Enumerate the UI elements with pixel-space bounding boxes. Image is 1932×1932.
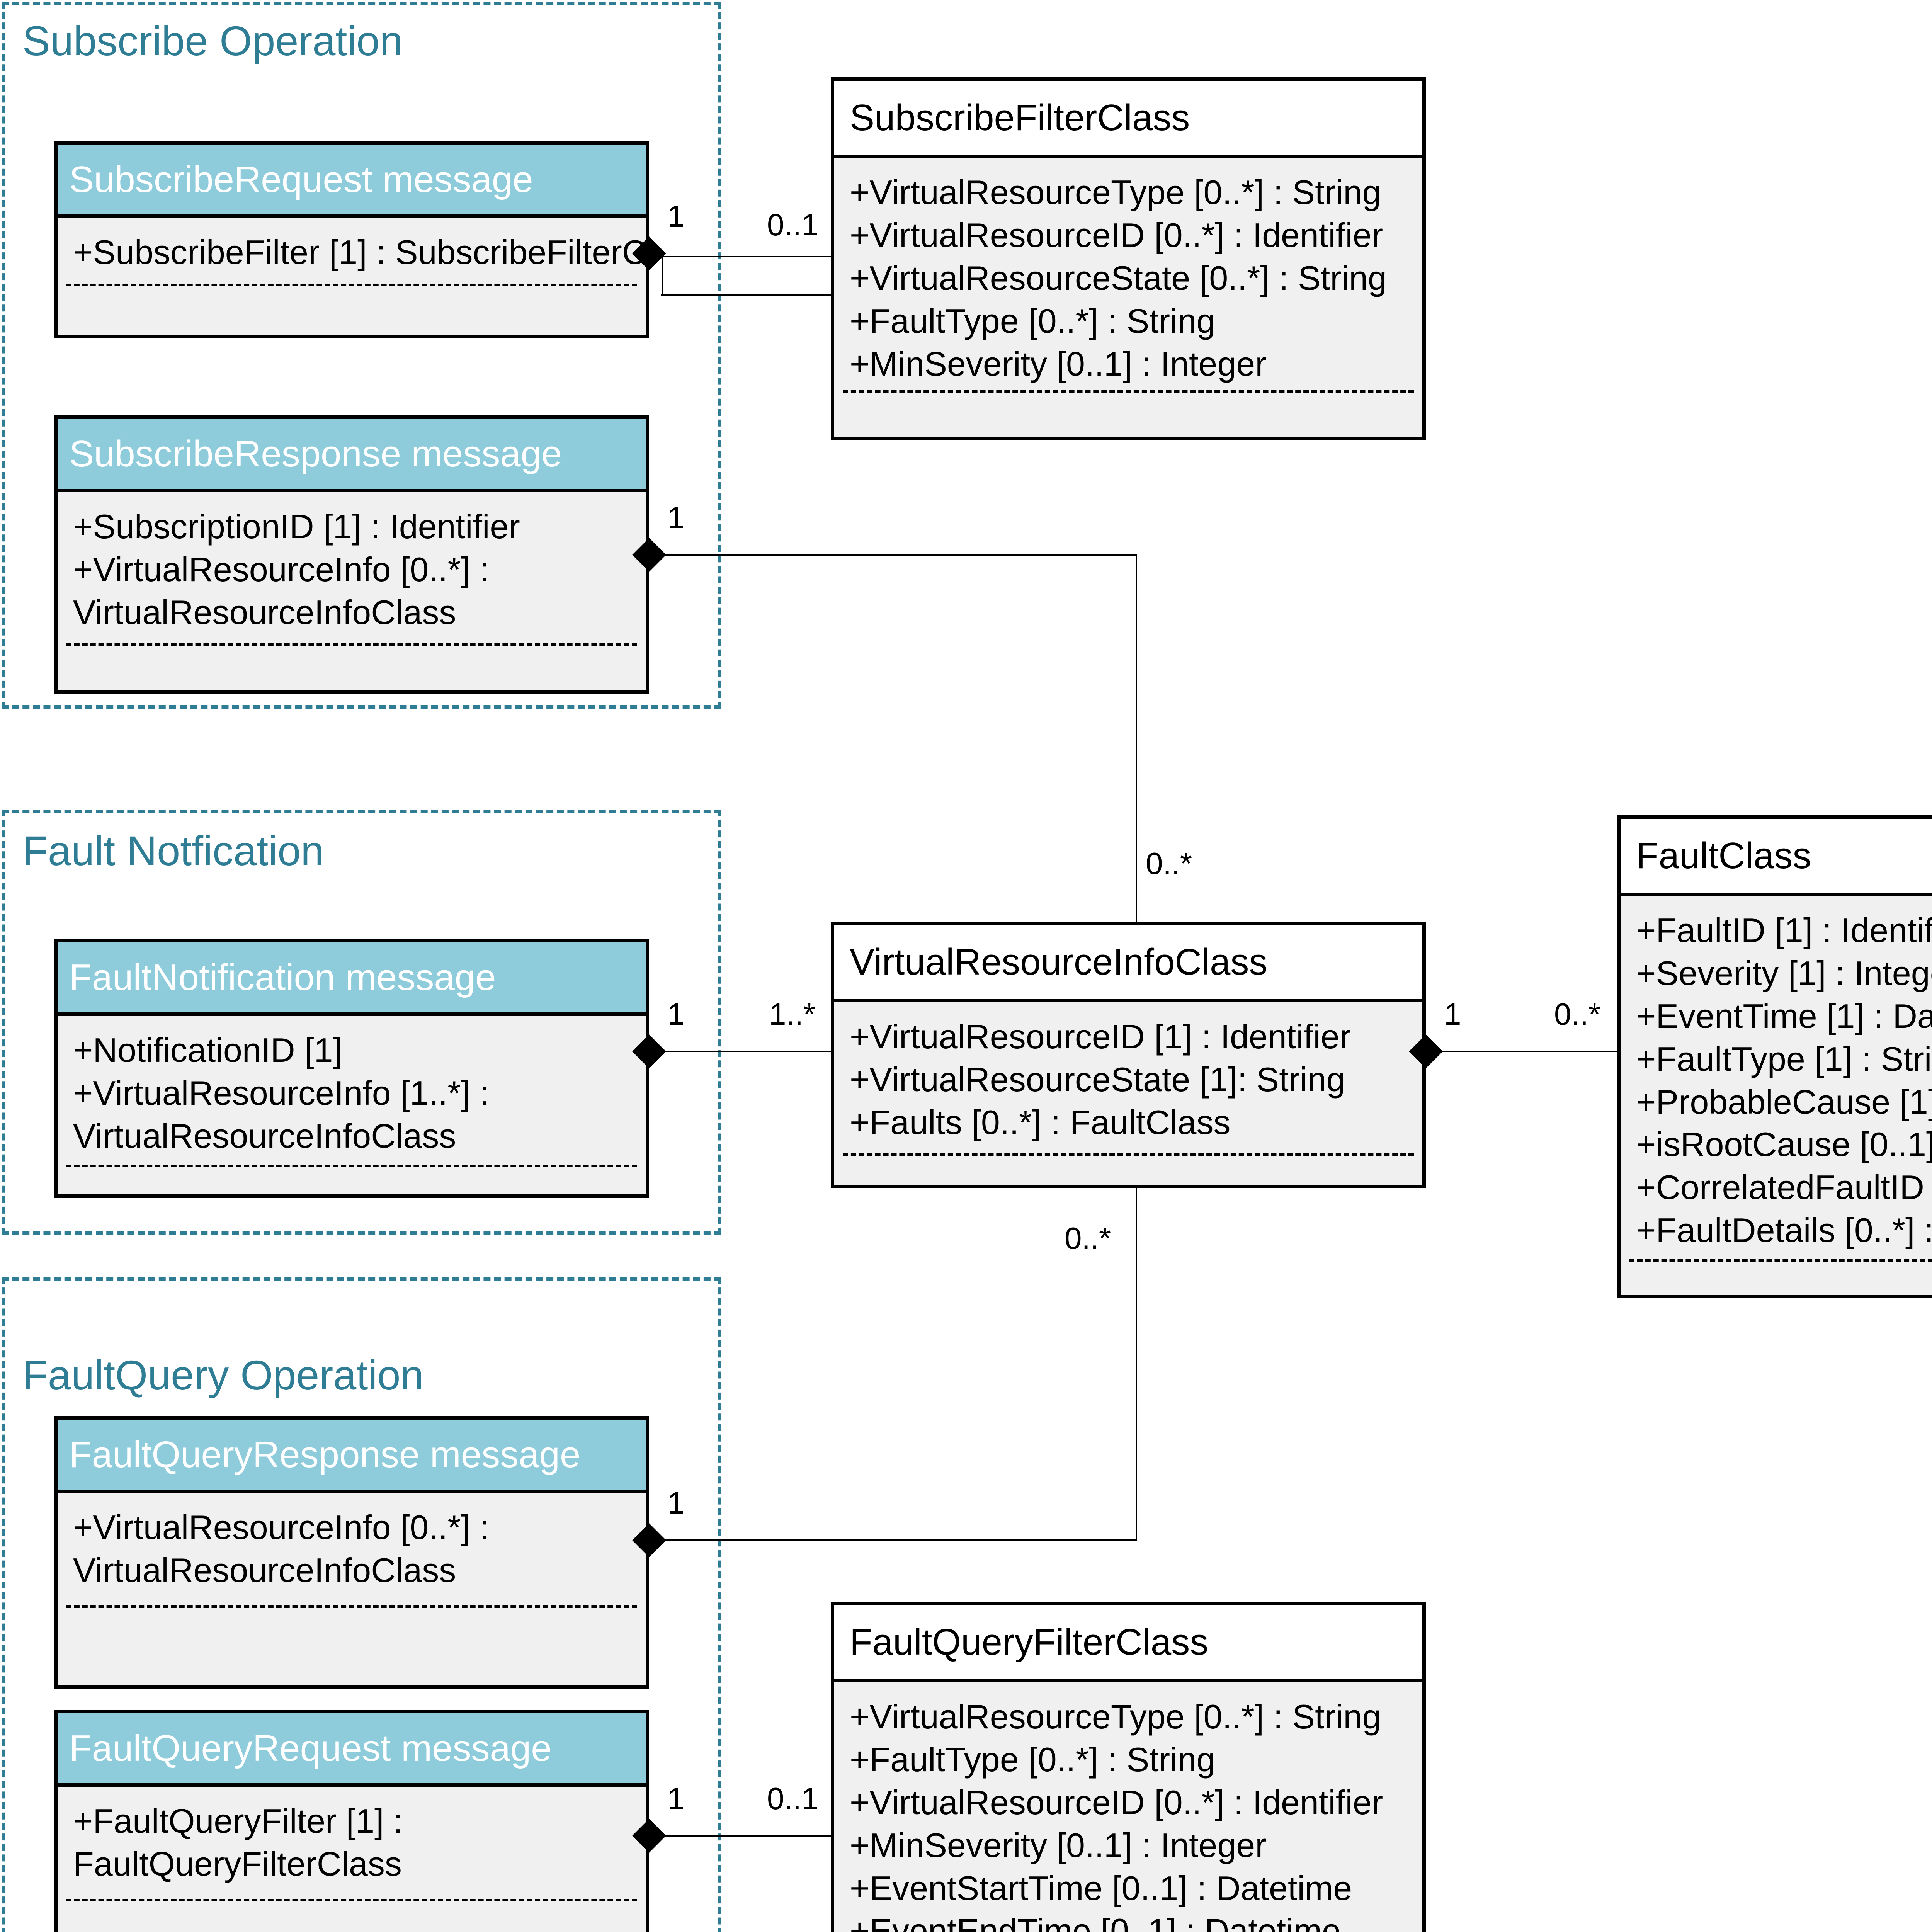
multiplicity-subreq-target: 0..1	[767, 207, 819, 242]
attribute-row: +FaultType [0..*] : String	[850, 301, 1216, 340]
box-title-subscribe-request: SubscribeRequest message	[58, 145, 646, 218]
box-virtual-resource-info-class[interactable]: VirtualResourceInfoClass +VirtualResourc…	[831, 922, 1426, 1188]
group-frame-subscribe	[2, 2, 721, 709]
box-fault-query-filter-class[interactable]: FaultQueryFilterClass +VirtualResourceTy…	[831, 1602, 1426, 1932]
box-body-fault-query-filter-class: +VirtualResourceType [0..*] : String +Fa…	[834, 1682, 1422, 1932]
attribute-row: +VirtualResourceType [0..*] : String	[850, 173, 1381, 211]
multiplicity-notif-target: 1..*	[769, 997, 816, 1031]
box-title-virtual-resource-info-class: VirtualResourceInfoClass	[834, 925, 1422, 1002]
multiplicity-subresp-source: 1	[667, 500, 685, 535]
box-body-fault-notification: +NotificationID [1] +VirtualResourceInfo…	[58, 1016, 646, 1194]
attribute-row: +SubscribeFilter [1] : SubscribeFilterCl…	[73, 233, 649, 271]
attribute-row: +FaultType [1] : String	[1636, 1039, 1932, 1078]
box-body-subscribe-request: +SubscribeFilter [1] : SubscribeFilterCl…	[58, 218, 649, 335]
attribute-row: +Severity [1] : Integer	[1636, 954, 1932, 992]
group-title-subscribe: Subscribe Operation	[22, 17, 403, 64]
box-body-fault-query-response: +VirtualResourceInfo [0..*] : VirtualRes…	[58, 1493, 646, 1685]
edge-subresp-horizontal	[661, 554, 1137, 556]
multiplicity-fqreq-target: 0..1	[767, 1781, 819, 1816]
box-title-fault-query-request: FaultQueryRequest message	[58, 1713, 646, 1787]
box-title-fault-notification: FaultNotification message	[58, 942, 646, 1016]
attribute-row: +VirtualResourceState [0..*] : String	[850, 259, 1387, 297]
multiplicity-vri-fault-target: 0..*	[1554, 997, 1601, 1031]
box-subscribe-response[interactable]: SubscribeResponse message +SubscriptionI…	[54, 415, 649, 694]
attribute-row: +VirtualResourceState [1]: String	[850, 1060, 1345, 1099]
attribute-row: +MinSeverity [0..1] : Integer	[850, 344, 1267, 383]
attribute-row: VirtualResourceInfoClass	[73, 1551, 456, 1589]
attribute-row: +VirtualResourceType [0..*] : String	[850, 1697, 1381, 1736]
attribute-row: +FaultDetails [0..*] : Key-Value pairs	[1636, 1211, 1932, 1250]
multiplicity-subreq-source: 1	[667, 199, 685, 233]
attribute-row: +CorrelatedFaultID [0..*] : Identifier	[1636, 1168, 1932, 1207]
edge-subreq-vertical	[662, 253, 663, 295]
attribute-row: +Faults [0..*] : FaultClass	[850, 1103, 1231, 1141]
group-title-fault-notification: Fault Notfication	[22, 827, 324, 874]
edge-subreq-horizontal2	[661, 294, 832, 296]
box-body-subscribe-response: +SubscriptionID [1] : Identifier +Virtua…	[58, 492, 646, 690]
multiplicity-fqreq-source: 1	[667, 1781, 685, 1816]
attribute-row: +SubscriptionID [1] : Identifier	[73, 507, 520, 546]
box-body-virtual-resource-info-class: +VirtualResourceID [1] : Identifier +Vir…	[834, 1002, 1422, 1185]
box-fault-query-response[interactable]: FaultQueryResponse message +VirtualResou…	[54, 1416, 649, 1689]
edge-fqresp-horizontal	[661, 1539, 1137, 1541]
multiplicity-vri-fault-source: 1	[1444, 997, 1461, 1031]
attribute-row: +EventStartTime [0..1] : Datetime	[850, 1869, 1352, 1907]
edge-vri-fault-horizontal	[1438, 1051, 1619, 1052]
box-title-fault-class: FaultClass	[1621, 819, 1932, 896]
box-body-fault-query-request: +FaultQueryFilter [1] : FaultQueryFilter…	[58, 1787, 646, 1932]
box-body-fault-class: +FaultID [1] : Identifier +Severity [1] …	[1621, 896, 1932, 1295]
attribute-row: VirtualResourceInfoClass	[73, 593, 456, 631]
operations-separator	[66, 1165, 637, 1167]
attribute-row: +EventTime [1] : Datetime	[1636, 997, 1932, 1035]
operations-separator	[1629, 1259, 1932, 1262]
box-title-subscribe-filter-class: SubscribeFilterClass	[834, 81, 1422, 158]
attribute-row: VirtualResourceInfoClass	[73, 1116, 456, 1155]
group-frame-fault-query	[2, 1277, 721, 1932]
box-title-fault-query-response: FaultQueryResponse message	[58, 1420, 646, 1493]
attribute-row: +VirtualResourceInfo [1..*] :	[73, 1073, 489, 1112]
attribute-row: +EventEndTime [0..1] : Datetime	[850, 1912, 1341, 1932]
operations-separator	[843, 390, 1414, 393]
operations-separator	[66, 1605, 637, 1608]
attribute-row: +isRootCause [0..1] : Boolean	[1636, 1125, 1932, 1164]
attribute-row: +VirtualResourceID [1] : Identifier	[850, 1017, 1351, 1056]
attribute-row: +VirtualResourceID [0..*] : Identifier	[850, 216, 1383, 254]
edge-notif-horizontal	[661, 1051, 832, 1052]
box-subscribe-request[interactable]: SubscribeRequest message +SubscribeFilte…	[54, 141, 649, 338]
edge-fqresp-vertical	[1136, 1187, 1137, 1540]
edge-subresp-vertical	[1136, 554, 1137, 922]
attribute-row: +ProbableCause [1]	[1636, 1082, 1932, 1121]
attribute-row: +MinSeverity [0..1] : Integer	[850, 1826, 1267, 1864]
box-title-fault-query-filter-class: FaultQueryFilterClass	[834, 1605, 1422, 1682]
multiplicity-fqresp-source: 1	[667, 1486, 685, 1520]
edge-fqreq-horizontal	[661, 1835, 832, 1837]
edge-subreq-horizontal	[662, 256, 831, 257]
multiplicity-fqresp-target: 0..*	[1065, 1221, 1111, 1255]
multiplicity-notif-source: 1	[667, 997, 685, 1031]
box-fault-notification[interactable]: FaultNotification message +NotificationI…	[54, 939, 649, 1198]
attribute-row: FaultQueryFilterClass	[73, 1844, 402, 1883]
operations-separator	[66, 1899, 637, 1901]
multiplicity-subresp-target: 0..*	[1146, 846, 1192, 881]
box-fault-class[interactable]: FaultClass +FaultID [1] : Identifier +Se…	[1617, 815, 1932, 1298]
attribute-row: +FaultQueryFilter [1] :	[73, 1802, 403, 1840]
box-subscribe-filter-class[interactable]: SubscribeFilterClass +VirtualResourceTyp…	[831, 77, 1426, 440]
attribute-row: +VirtualResourceInfo [0..*] :	[73, 550, 489, 588]
box-title-subscribe-response: SubscribeResponse message	[58, 419, 646, 492]
operations-separator	[66, 284, 637, 286]
attribute-row: +VirtualResourceID [0..*] : Identifier	[850, 1783, 1383, 1821]
operations-separator	[66, 643, 637, 646]
attribute-row: +FaultID [1] : Identifier	[1636, 911, 1932, 949]
box-body-subscribe-filter-class: +VirtualResourceType [0..*] : String +Vi…	[834, 158, 1422, 437]
group-frame-fault-notification	[2, 810, 721, 1235]
attribute-row: +NotificationID [1]	[73, 1031, 342, 1069]
box-fault-query-request[interactable]: FaultQueryRequest message +FaultQueryFil…	[54, 1710, 649, 1932]
operations-separator	[843, 1153, 1414, 1156]
attribute-row: +VirtualResourceInfo [0..*] :	[73, 1508, 489, 1546]
attribute-row: +FaultType [0..*] : String	[850, 1740, 1216, 1779]
group-title-fault-query: FaultQuery Operation	[22, 1352, 424, 1398]
